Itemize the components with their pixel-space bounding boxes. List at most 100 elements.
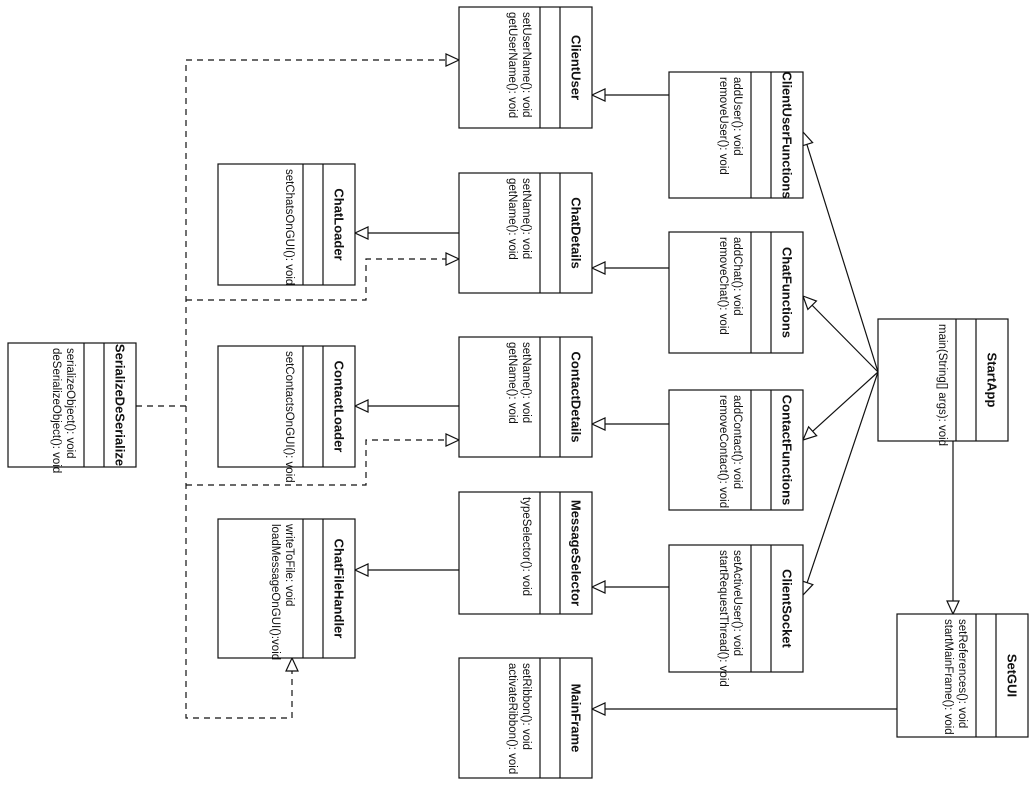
association-contact-details-to-contact-loader: [353, 399, 459, 413]
association-chat-details-to-chat-loader: [353, 226, 459, 240]
client-user-box: [458, 6, 593, 129]
association-start-app-to-contact-functions: [801, 371, 879, 441]
association-start-app-to-contact-functions-line: [812, 371, 879, 432]
association-client-user-functions-to-client-user: [590, 88, 669, 102]
dependency-serialize-de-serialize-to-chat-details-line: [186, 258, 446, 301]
association-start-app-to-client-user-functions-line: [806, 144, 879, 373]
association-client-socket-to-message-selector-arrowhead: [590, 580, 606, 594]
association-client-user-functions-to-client-user-arrowhead: [590, 88, 606, 102]
association-start-app-to-set-gui-arrowhead: [946, 600, 960, 616]
class-layer: SerializeDeSerialize serializeObject(): v…: [7, 6, 1029, 779]
chat-file-handler-method: writeToFile: void: [283, 523, 295, 606]
association-message-selector-to-chat-file-handler-arrowhead: [353, 563, 369, 577]
association-contact-details-to-contact-loader-arrowhead: [353, 399, 369, 413]
class-chat-functions: ChatFunctions addChat(): voidremoveChat()…: [668, 231, 804, 354]
association-chat-functions-to-chat-details: [590, 261, 669, 275]
set-gui-method: startMainFrame(): void: [942, 619, 954, 735]
class-chat-file-handler: ChatFileHandler writeToFile: voidloadMess…: [217, 518, 356, 660]
association-set-gui-to-main-frame: [590, 702, 897, 716]
dependency-serialize-de-serialize-to-client-user: [136, 53, 461, 407]
contact-loader-method: setContactsOnGUI(): void: [283, 351, 295, 483]
contact-functions-method: addContact(): void: [731, 395, 743, 489]
association-contact-functions-to-contact-details: [590, 417, 669, 431]
client-socket-method: setActiveUser(): void: [731, 550, 743, 656]
main-frame-box: [458, 657, 593, 779]
message-selector-method: typeSelector(): void: [520, 497, 532, 596]
chat-details-name: ChatDetails: [569, 197, 584, 269]
dependency-serialize-de-serialize-to-contact-details-line: [186, 439, 446, 486]
contact-loader-name: ContactLoader: [332, 361, 347, 453]
chat-details-box: [458, 172, 593, 294]
association-message-selector-to-chat-file-handler: [353, 563, 459, 577]
class-client-user: ClientUser setUserName(): voidgetUserName…: [458, 6, 593, 129]
client-socket-method: startRequestThread(): void: [717, 550, 729, 687]
serialize-de-serialize-name: SerializeDeSerialize: [113, 344, 128, 466]
client-user-functions-method: removeUser(): void: [717, 77, 729, 175]
chat-loader-name: ChatLoader: [332, 188, 347, 260]
association-start-app-to-client-user-functions: [800, 130, 879, 373]
association-start-app-to-client-socket-line: [806, 371, 879, 583]
class-contact-loader: ContactLoader setContactsOnGUI(): void: [217, 345, 356, 483]
serialize-de-serialize-method: deSerializeObject(): void: [50, 348, 62, 473]
class-serialize-de-serialize: SerializeDeSerialize serializeObject(): v…: [7, 342, 137, 473]
set-gui-method: setReferences(): void: [956, 619, 968, 728]
dependency-serialize-de-serialize-to-chat-file-handler: [185, 406, 299, 719]
chat-details-method: getName(): void: [506, 178, 518, 260]
client-user-functions-method: addUser(): void: [731, 77, 743, 156]
association-start-app-to-contact-functions-arrowhead: [801, 425, 818, 441]
dependency-serialize-de-serialize-to-client-user-arrowhead: [445, 53, 461, 67]
chat-functions-box: [668, 231, 804, 354]
dependency-serialize-de-serialize-to-chat-details-arrowhead: [445, 252, 461, 266]
dependency-serialize-de-serialize-to-chat-file-handler-arrowhead: [285, 656, 299, 672]
dependency-serialize-de-serialize-to-chat-details: [186, 252, 461, 301]
class-start-app: StartApp main(String[] args): void: [877, 318, 1009, 446]
contact-details-method: setName(): void: [520, 342, 532, 423]
association-start-app-to-chat-functions: [801, 294, 879, 373]
association-start-app-to-chat-functions-arrowhead: [801, 294, 818, 311]
dependency-serialize-de-serialize-to-contact-details: [186, 433, 461, 486]
main-frame-method: setRibbon(): void: [520, 663, 532, 750]
start-app-name: StartApp: [985, 353, 1000, 408]
client-socket-name: ClientSocket: [780, 569, 795, 648]
association-client-socket-to-message-selector: [590, 580, 669, 594]
contact-details-box: [458, 336, 593, 458]
client-user-method: setUserName(): void: [520, 12, 532, 117]
association-set-gui-to-main-frame-arrowhead: [590, 702, 606, 716]
dependency-serialize-de-serialize-to-client-user-line: [136, 59, 446, 407]
start-app-method: main(String[] args): void: [936, 324, 948, 446]
chat-functions-method: addChat(): void: [731, 237, 743, 316]
chat-functions-method: removeChat(): void: [717, 237, 729, 335]
serialize-de-serialize-box: [7, 342, 137, 468]
chat-details-method: setName(): void: [520, 178, 532, 259]
main-frame-method: activateRibbon(): void: [506, 663, 518, 774]
association-chat-details-to-chat-loader-arrowhead: [353, 226, 369, 240]
class-chat-loader: ChatLoader setChatsOnGUI(): void: [217, 163, 356, 286]
client-user-name: ClientUser: [569, 35, 584, 100]
chat-loader-method: setChatsOnGUI(): void: [283, 169, 295, 285]
contact-functions-method: removeContact(): void: [717, 395, 729, 508]
client-user-method: getUserName(): void: [506, 12, 518, 118]
association-start-app-to-set-gui: [946, 441, 960, 616]
contact-details-method: getName(): void: [506, 342, 518, 424]
association-start-app-to-chat-functions-line: [811, 304, 879, 373]
dependency-serialize-de-serialize-to-chat-file-handler-line: [185, 406, 293, 719]
class-contact-functions: ContactFunctions addContact(): voidremove…: [668, 389, 804, 511]
main-frame-name: MainFrame: [569, 684, 584, 753]
association-start-app-to-client-socket: [800, 371, 879, 597]
chat-file-handler-method: loadMessageOnGUI():void: [269, 524, 281, 660]
chat-loader-box: [217, 163, 356, 286]
serialize-de-serialize-method: serializeObject(): void: [64, 348, 76, 459]
chat-file-handler-box: [217, 518, 356, 659]
message-selector-name: MessageSelector: [569, 500, 584, 606]
association-contact-functions-to-contact-details-arrowhead: [590, 417, 606, 431]
chat-functions-name: ChatFunctions: [780, 247, 795, 338]
contact-functions-name: ContactFunctions: [780, 395, 795, 506]
chat-file-handler-name: ChatFileHandler: [332, 539, 347, 639]
class-main-frame: MainFrame setRibbon(): voidactivateRibbon…: [458, 657, 593, 779]
client-user-functions-name: ClientUserFunctions: [780, 71, 795, 198]
